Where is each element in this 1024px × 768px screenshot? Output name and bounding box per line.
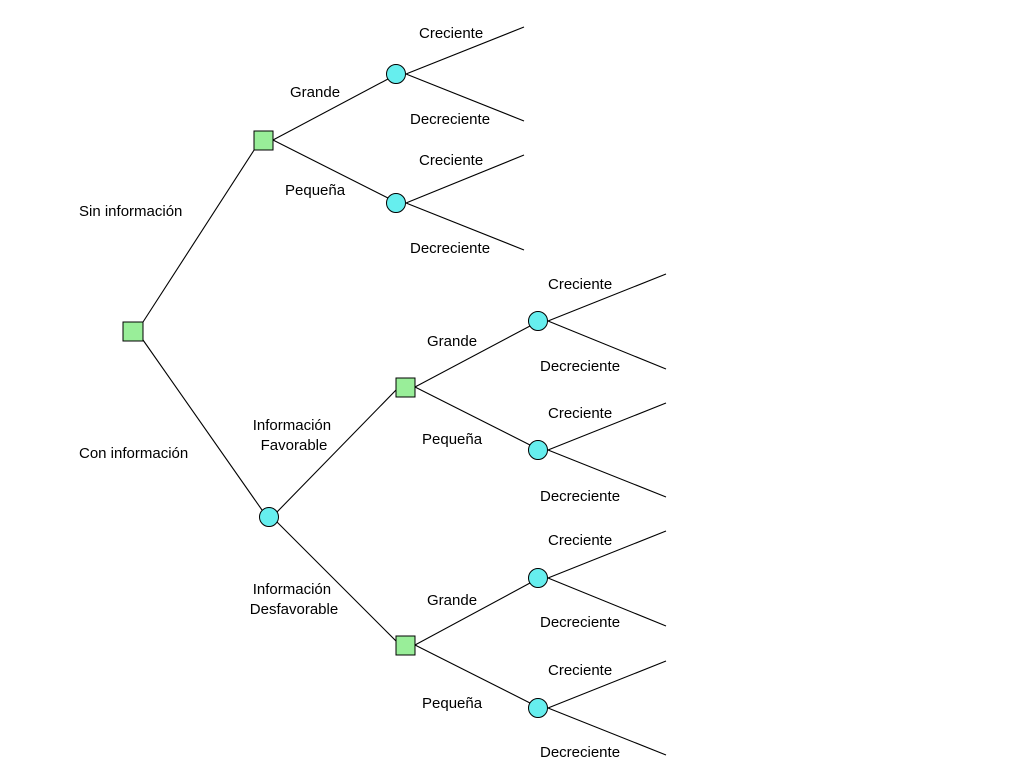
- tree-labels: Sin información Con información Grande P…: [79, 25, 620, 761]
- edge-upper-grande-decreciente: [405, 73, 525, 122]
- label-informacion-favorable-line2: Favorable: [261, 437, 328, 454]
- label-con-informacion: Con información: [79, 445, 188, 462]
- edge-desfav-pequena-creciente: [547, 660, 667, 709]
- edge-desfav-grande: [414, 582, 531, 646]
- desfavorable-decision-node: [395, 635, 416, 656]
- label-desfav-grande-creciente: Creciente: [548, 532, 612, 549]
- label-desfav-grande: Grande: [427, 592, 477, 609]
- label-fav-pequena-creciente: Creciente: [548, 405, 612, 422]
- label-desfav-grande-decreciente: Decreciente: [540, 614, 620, 631]
- label-informacion-favorable: Información Favorable: [253, 417, 336, 454]
- information-chance-node: [259, 507, 279, 527]
- desfav-pequena-chance-node: [528, 698, 548, 718]
- upper-pequena-chance-node: [386, 193, 406, 213]
- label-upper-pequena: Pequeña: [285, 182, 346, 199]
- label-informacion-desfavorable-line1: Información: [253, 581, 331, 598]
- edge-fav-pequena-creciente: [547, 402, 667, 451]
- label-upper-pequena-creciente: Creciente: [419, 152, 483, 169]
- fav-grande-chance-node: [528, 311, 548, 331]
- edge-fav-grande-decreciente: [547, 320, 667, 370]
- label-informacion-favorable-line1: Información: [253, 417, 331, 434]
- edge-informacion-favorable: [276, 388, 398, 513]
- label-upper-grande: Grande: [290, 84, 340, 101]
- favorable-decision-node: [395, 377, 416, 398]
- label-fav-grande-creciente: Creciente: [548, 276, 612, 293]
- edge-upper-pequena-decreciente: [405, 202, 525, 251]
- edge-desfav-pequena-decreciente: [547, 707, 667, 756]
- label-fav-grande: Grande: [427, 333, 477, 350]
- edge-fav-pequena: [414, 386, 531, 446]
- label-upper-pequena-decreciente: Decreciente: [410, 240, 490, 257]
- edge-upper-pequena: [272, 139, 389, 199]
- label-upper-grande-creciente: Creciente: [419, 25, 483, 42]
- edge-upper-pequena-creciente: [405, 154, 525, 204]
- edge-fav-grande: [414, 325, 531, 388]
- upper-grande-chance-node: [386, 64, 406, 84]
- edge-upper-grande: [272, 78, 389, 141]
- label-fav-pequena-decreciente: Decreciente: [540, 488, 620, 505]
- label-fav-pequena: Pequeña: [422, 431, 483, 448]
- label-desfav-pequena: Pequeña: [422, 695, 483, 712]
- edge-desfav-pequena: [414, 644, 531, 704]
- tree-nodes: [122, 64, 548, 718]
- edge-sin-informacion: [142, 143, 259, 323]
- edge-upper-grande-creciente: [405, 26, 525, 75]
- desfav-grande-chance-node: [528, 568, 548, 588]
- upper-decision-node: [253, 130, 274, 151]
- label-sin-informacion: Sin información: [79, 203, 182, 220]
- edge-fav-grande-creciente: [547, 273, 667, 322]
- label-informacion-desfavorable: Información Desfavorable: [250, 581, 338, 618]
- edge-desfav-grande-creciente: [547, 530, 667, 579]
- tree-edges: [142, 26, 667, 756]
- label-upper-grande-decreciente: Decreciente: [410, 111, 490, 128]
- label-desfav-pequena-decreciente: Decreciente: [540, 744, 620, 761]
- edge-con-informacion: [142, 339, 263, 511]
- edge-fav-pequena-decreciente: [547, 449, 667, 498]
- root-decision-node: [122, 321, 144, 342]
- label-desfav-pequena-creciente: Creciente: [548, 662, 612, 679]
- label-informacion-desfavorable-line2: Desfavorable: [250, 601, 338, 618]
- edge-informacion-desfavorable: [276, 521, 398, 643]
- label-fav-grande-decreciente: Decreciente: [540, 358, 620, 375]
- edge-desfav-grande-decreciente: [547, 577, 667, 627]
- fav-pequena-chance-node: [528, 440, 548, 460]
